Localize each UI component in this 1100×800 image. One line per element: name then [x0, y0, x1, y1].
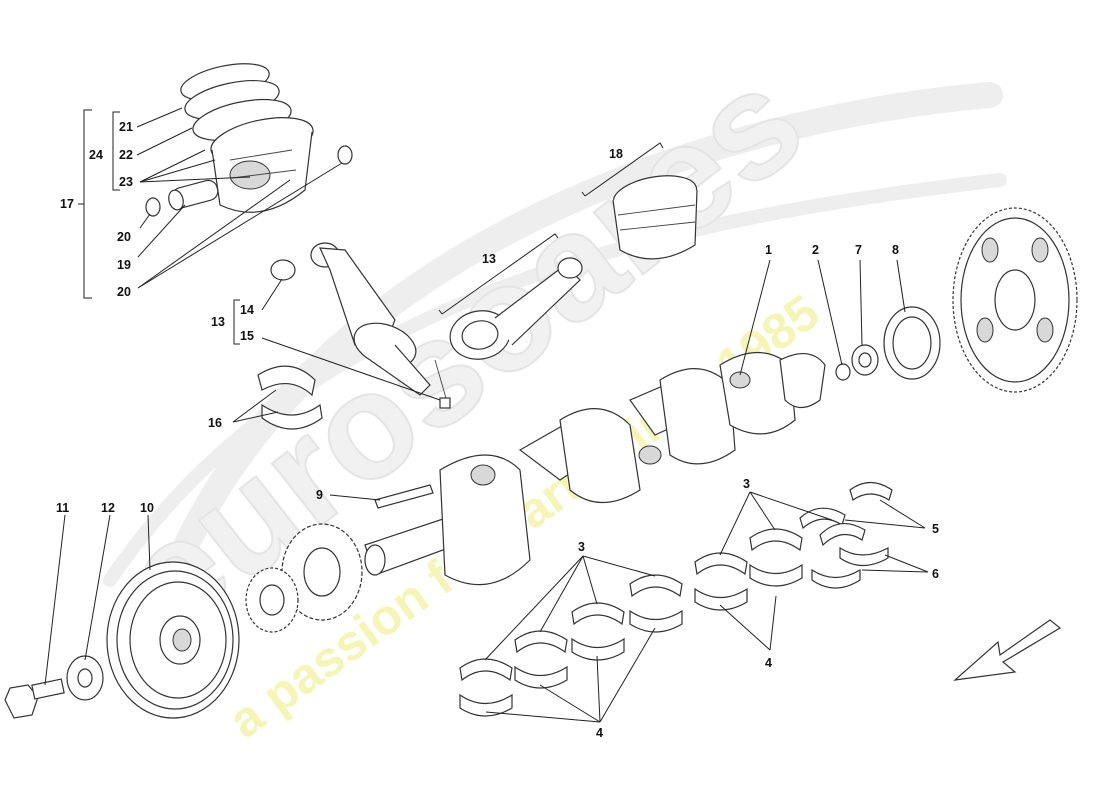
- callout-7: 7: [855, 243, 862, 257]
- callout-18: 18: [609, 147, 623, 161]
- pilot-bush: [835, 363, 851, 381]
- callout-21: 21: [119, 120, 133, 134]
- callout-3-bottom: 3: [578, 540, 585, 554]
- callout-13-right: 13: [482, 252, 496, 266]
- piston-complete: [612, 175, 698, 260]
- callout-labels: 21 24 22 23 17 20 19 20 14 13 15 16 13 1…: [56, 120, 939, 740]
- rear-oil-seal: [883, 306, 941, 380]
- callout-19: 19: [117, 258, 131, 272]
- leader-lines: [44, 107, 929, 723]
- thrust-washers: [799, 481, 893, 589]
- main-bearing-shells-upper: [694, 528, 803, 611]
- woodruff-key: [374, 484, 434, 509]
- callout-22: 22: [119, 148, 133, 162]
- bearing-shell-pair: [257, 365, 323, 430]
- piston: [210, 117, 314, 213]
- callout-2: 2: [812, 243, 819, 257]
- main-bearing-shells-lower: [459, 574, 683, 717]
- callout-3-right: 3: [743, 477, 750, 491]
- circlip-right: [337, 145, 353, 165]
- pulley-washer: [66, 655, 104, 701]
- callout-20-upper: 20: [117, 230, 131, 244]
- callout-5: 5: [932, 522, 939, 536]
- callout-4-bottom: 4: [596, 726, 603, 740]
- callout-17: 17: [60, 197, 74, 211]
- timing-gear-small: [245, 567, 299, 633]
- callout-15: 15: [240, 329, 254, 343]
- piston-pin: [168, 179, 219, 211]
- callout-8: 8: [892, 243, 899, 257]
- connecting-rod-right: [449, 257, 583, 360]
- piston-rings: [180, 63, 292, 142]
- callout-23: 23: [119, 175, 133, 189]
- flywheel: [952, 207, 1078, 393]
- callout-14: 14: [240, 303, 254, 317]
- callout-1: 1: [765, 243, 772, 257]
- callout-16: 16: [208, 416, 222, 430]
- pulley-bolt: [4, 678, 65, 719]
- callout-13-left: 13: [211, 315, 225, 329]
- connecting-rod-left: [270, 242, 451, 409]
- callout-6: 6: [932, 567, 939, 581]
- timing-gear-large: [281, 523, 363, 621]
- callout-11: 11: [56, 501, 69, 515]
- callout-4-right: 4: [765, 656, 772, 670]
- callout-10: 10: [140, 501, 154, 515]
- circlip-left: [145, 197, 161, 217]
- callout-9: 9: [316, 488, 323, 502]
- crankshaft: [364, 352, 826, 586]
- callout-20-lower: 20: [117, 285, 131, 299]
- arrow-down-left-icon: [953, 619, 1062, 681]
- crankshaft-pulley: [106, 561, 240, 719]
- callout-24: 24: [89, 148, 103, 162]
- pilot-bearing: [851, 344, 879, 376]
- callout-12: 12: [101, 501, 115, 515]
